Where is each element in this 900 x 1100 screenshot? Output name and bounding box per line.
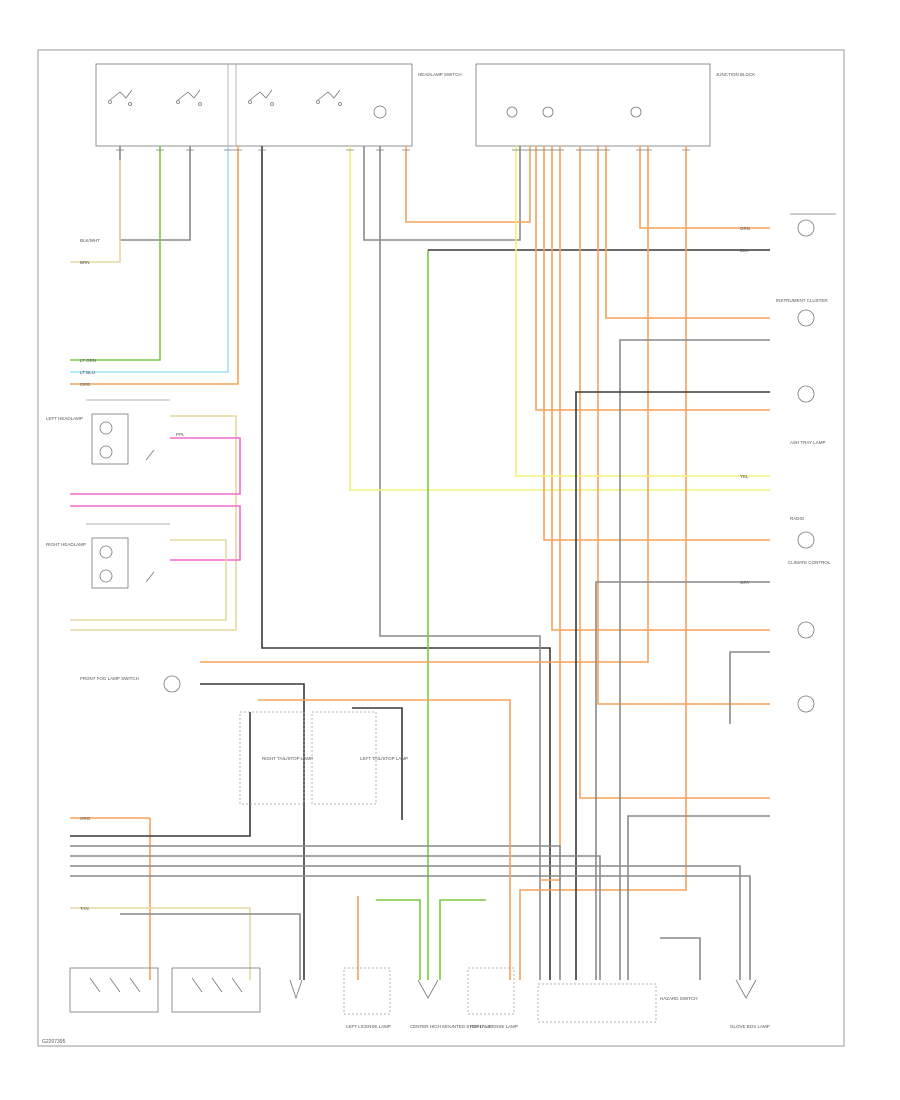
svg-text:RIGHT LICENSE LAMP: RIGHT LICENSE LAMP xyxy=(470,1024,518,1029)
wire-tan-1 xyxy=(70,160,121,263)
wire-black-3 xyxy=(575,391,770,980)
wire-orange-2 xyxy=(405,146,531,223)
wire-yellow-2 xyxy=(515,146,770,477)
wire-pink-1 xyxy=(70,437,241,495)
wire-green-1 xyxy=(70,146,161,361)
wire-gray-12 xyxy=(120,913,301,980)
svg-text:PPL: PPL xyxy=(176,432,185,437)
wire-gray-10 xyxy=(70,865,741,980)
svg-text:CENTER HIGH MOUNTED STOP LAMP: CENTER HIGH MOUNTED STOP LAMP xyxy=(410,1024,492,1029)
wire-orange-9 xyxy=(200,146,649,663)
wire-orange-trunk-1 xyxy=(535,146,770,411)
wire-pink-2 xyxy=(70,505,241,561)
left-tail-lamp-box xyxy=(311,711,377,805)
wire-orange-trunk-3 xyxy=(551,146,770,631)
left-headlamp: LEFT HEADLAMP xyxy=(46,399,170,465)
svg-text:LEFT LICENSE LAMP: LEFT LICENSE LAMP xyxy=(346,1024,391,1029)
wire-gray-3 xyxy=(363,146,521,241)
wire-gray-2 xyxy=(379,146,541,980)
svg-text:LEFT HEADLAMP: LEFT HEADLAMP xyxy=(46,416,83,421)
svg-text:FRONT FOG LAMP SWITCH: FRONT FOG LAMP SWITCH xyxy=(80,676,139,681)
junction-block-box xyxy=(475,63,711,147)
svg-text:YEL: YEL xyxy=(740,474,749,479)
wire-orange-6 xyxy=(597,146,770,705)
right-tail-lamp-box xyxy=(239,711,305,805)
wire-lightblue-1 xyxy=(70,146,229,373)
svg-text:GLOVE BOX LAMP: GLOVE BOX LAMP xyxy=(730,1024,770,1029)
svg-text:ORG: ORG xyxy=(80,816,91,821)
right-side-lamps xyxy=(790,213,836,713)
front-fog-lamp-switch: FRONT FOG LAMP SWITCH xyxy=(80,675,181,693)
wire-tan-hl-2 xyxy=(70,539,227,621)
wire-gray-11 xyxy=(70,875,751,980)
headlamp-switch-box xyxy=(95,63,413,147)
wire-black-6 xyxy=(352,707,403,820)
wire-gray-13 xyxy=(660,937,701,980)
ash-tray-lamp-label: ASH TRAY LAMP xyxy=(790,440,826,445)
wire-tan-low xyxy=(70,907,251,980)
wire-orange-10 xyxy=(519,146,687,980)
junction-block-label: JUNCTION BLOCK xyxy=(716,72,755,77)
wire-orange-7 xyxy=(605,146,770,319)
wire-gray-7 xyxy=(729,651,770,724)
wire-orange-trunk-2 xyxy=(543,146,770,541)
footer-code: G2207395 xyxy=(42,1039,66,1045)
wire-black-4 xyxy=(200,683,305,980)
wire-label-group: BLK/WHT BRN LT GRN LT BLU ORG PPL ORG TA… xyxy=(80,226,751,911)
svg-text:BRN: BRN xyxy=(80,260,90,265)
wire-black-5 xyxy=(70,712,251,837)
wire-gray-1 xyxy=(119,146,191,241)
wire-gray-5 xyxy=(595,581,770,980)
svg-text:TAN: TAN xyxy=(80,906,89,911)
svg-text:RIGHT TAIL/STOP LAMP: RIGHT TAIL/STOP LAMP xyxy=(262,756,313,761)
wire-gray-8 xyxy=(70,845,561,980)
wire-black-long xyxy=(261,146,551,980)
instrument-cluster-label: INSTRUMENT CLUSTER xyxy=(776,298,828,303)
svg-text:ORG: ORG xyxy=(740,226,751,231)
svg-text:ORG: ORG xyxy=(80,382,91,387)
climate-control-label: CLIMATE CONTROL xyxy=(788,560,831,565)
wire-orange-13 xyxy=(258,699,511,980)
right-headlamp: RIGHT HEADLAMP xyxy=(46,523,170,589)
svg-text:LT GRN: LT GRN xyxy=(80,358,96,363)
wire-gray-4 xyxy=(619,339,770,980)
diagram-frame xyxy=(37,49,845,1047)
wire-green-2 xyxy=(376,899,421,980)
wires xyxy=(70,146,770,980)
wire-orange-5 xyxy=(579,146,770,799)
wire-green-3 xyxy=(439,899,486,980)
svg-text:LEFT TAIL/STOP LAMP: LEFT TAIL/STOP LAMP xyxy=(360,756,408,761)
wire-gray-6 xyxy=(627,815,770,980)
svg-text:BLK: BLK xyxy=(740,248,749,253)
radio-label: RADIO xyxy=(790,516,805,521)
bottom-components: LEFT LICENSE LAMP CENTER HIGH MOUNTED ST… xyxy=(69,967,770,1029)
switch-contacts-left xyxy=(108,89,387,119)
wire-yellow-1 xyxy=(349,146,770,491)
wire-orange-1 xyxy=(70,146,239,385)
svg-text:RIGHT HEADLAMP: RIGHT HEADLAMP xyxy=(46,542,86,547)
svg-text:BLK/WHT: BLK/WHT xyxy=(80,238,100,243)
svg-text:LT BLU: LT BLU xyxy=(80,370,95,375)
svg-text:GRY: GRY xyxy=(740,580,750,585)
wire-gray-9 xyxy=(70,855,601,980)
headlamp-switch-label: HEADLAMP SWITCH xyxy=(418,72,462,77)
wire-tan-hl-1 xyxy=(70,415,237,631)
svg-text:HAZARD SWITCH: HAZARD SWITCH xyxy=(660,996,698,1001)
wire-orange-8 xyxy=(639,146,770,229)
